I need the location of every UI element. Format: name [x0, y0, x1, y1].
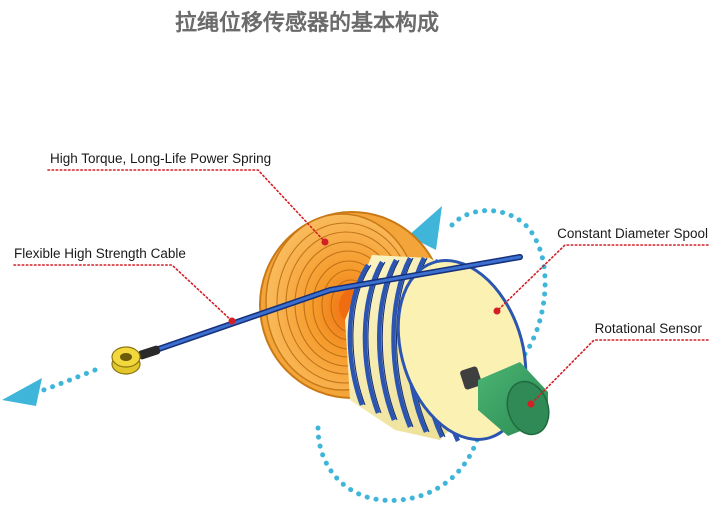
leader-dot-cable [228, 317, 236, 325]
pull-arrow-icon [2, 378, 42, 406]
rotation-arc-bottom [315, 425, 483, 503]
leader-spool [496, 244, 709, 312]
leader-sensor [530, 339, 709, 405]
label-spool: Constant Diameter Spool [557, 226, 708, 241]
pull-direction-line [35, 367, 98, 395]
cable [138, 254, 523, 360]
cable-end-ring-icon [111, 346, 141, 375]
label-cable: Flexible High Strength Cable [14, 246, 186, 261]
label-power-spring: High Torque, Long-Life Power Spring [50, 151, 271, 166]
leader-cable [13, 264, 233, 322]
rotational-sensor [460, 362, 550, 436]
leader-dot-sensor [527, 400, 535, 408]
leader-dot-power-spring [321, 238, 329, 246]
leader-power-spring [47, 169, 326, 243]
page-title: 拉绳位移传感器的基本构成 [175, 10, 439, 36]
leader-dot-spool [493, 307, 501, 315]
label-sensor: Rotational Sensor [595, 321, 703, 336]
